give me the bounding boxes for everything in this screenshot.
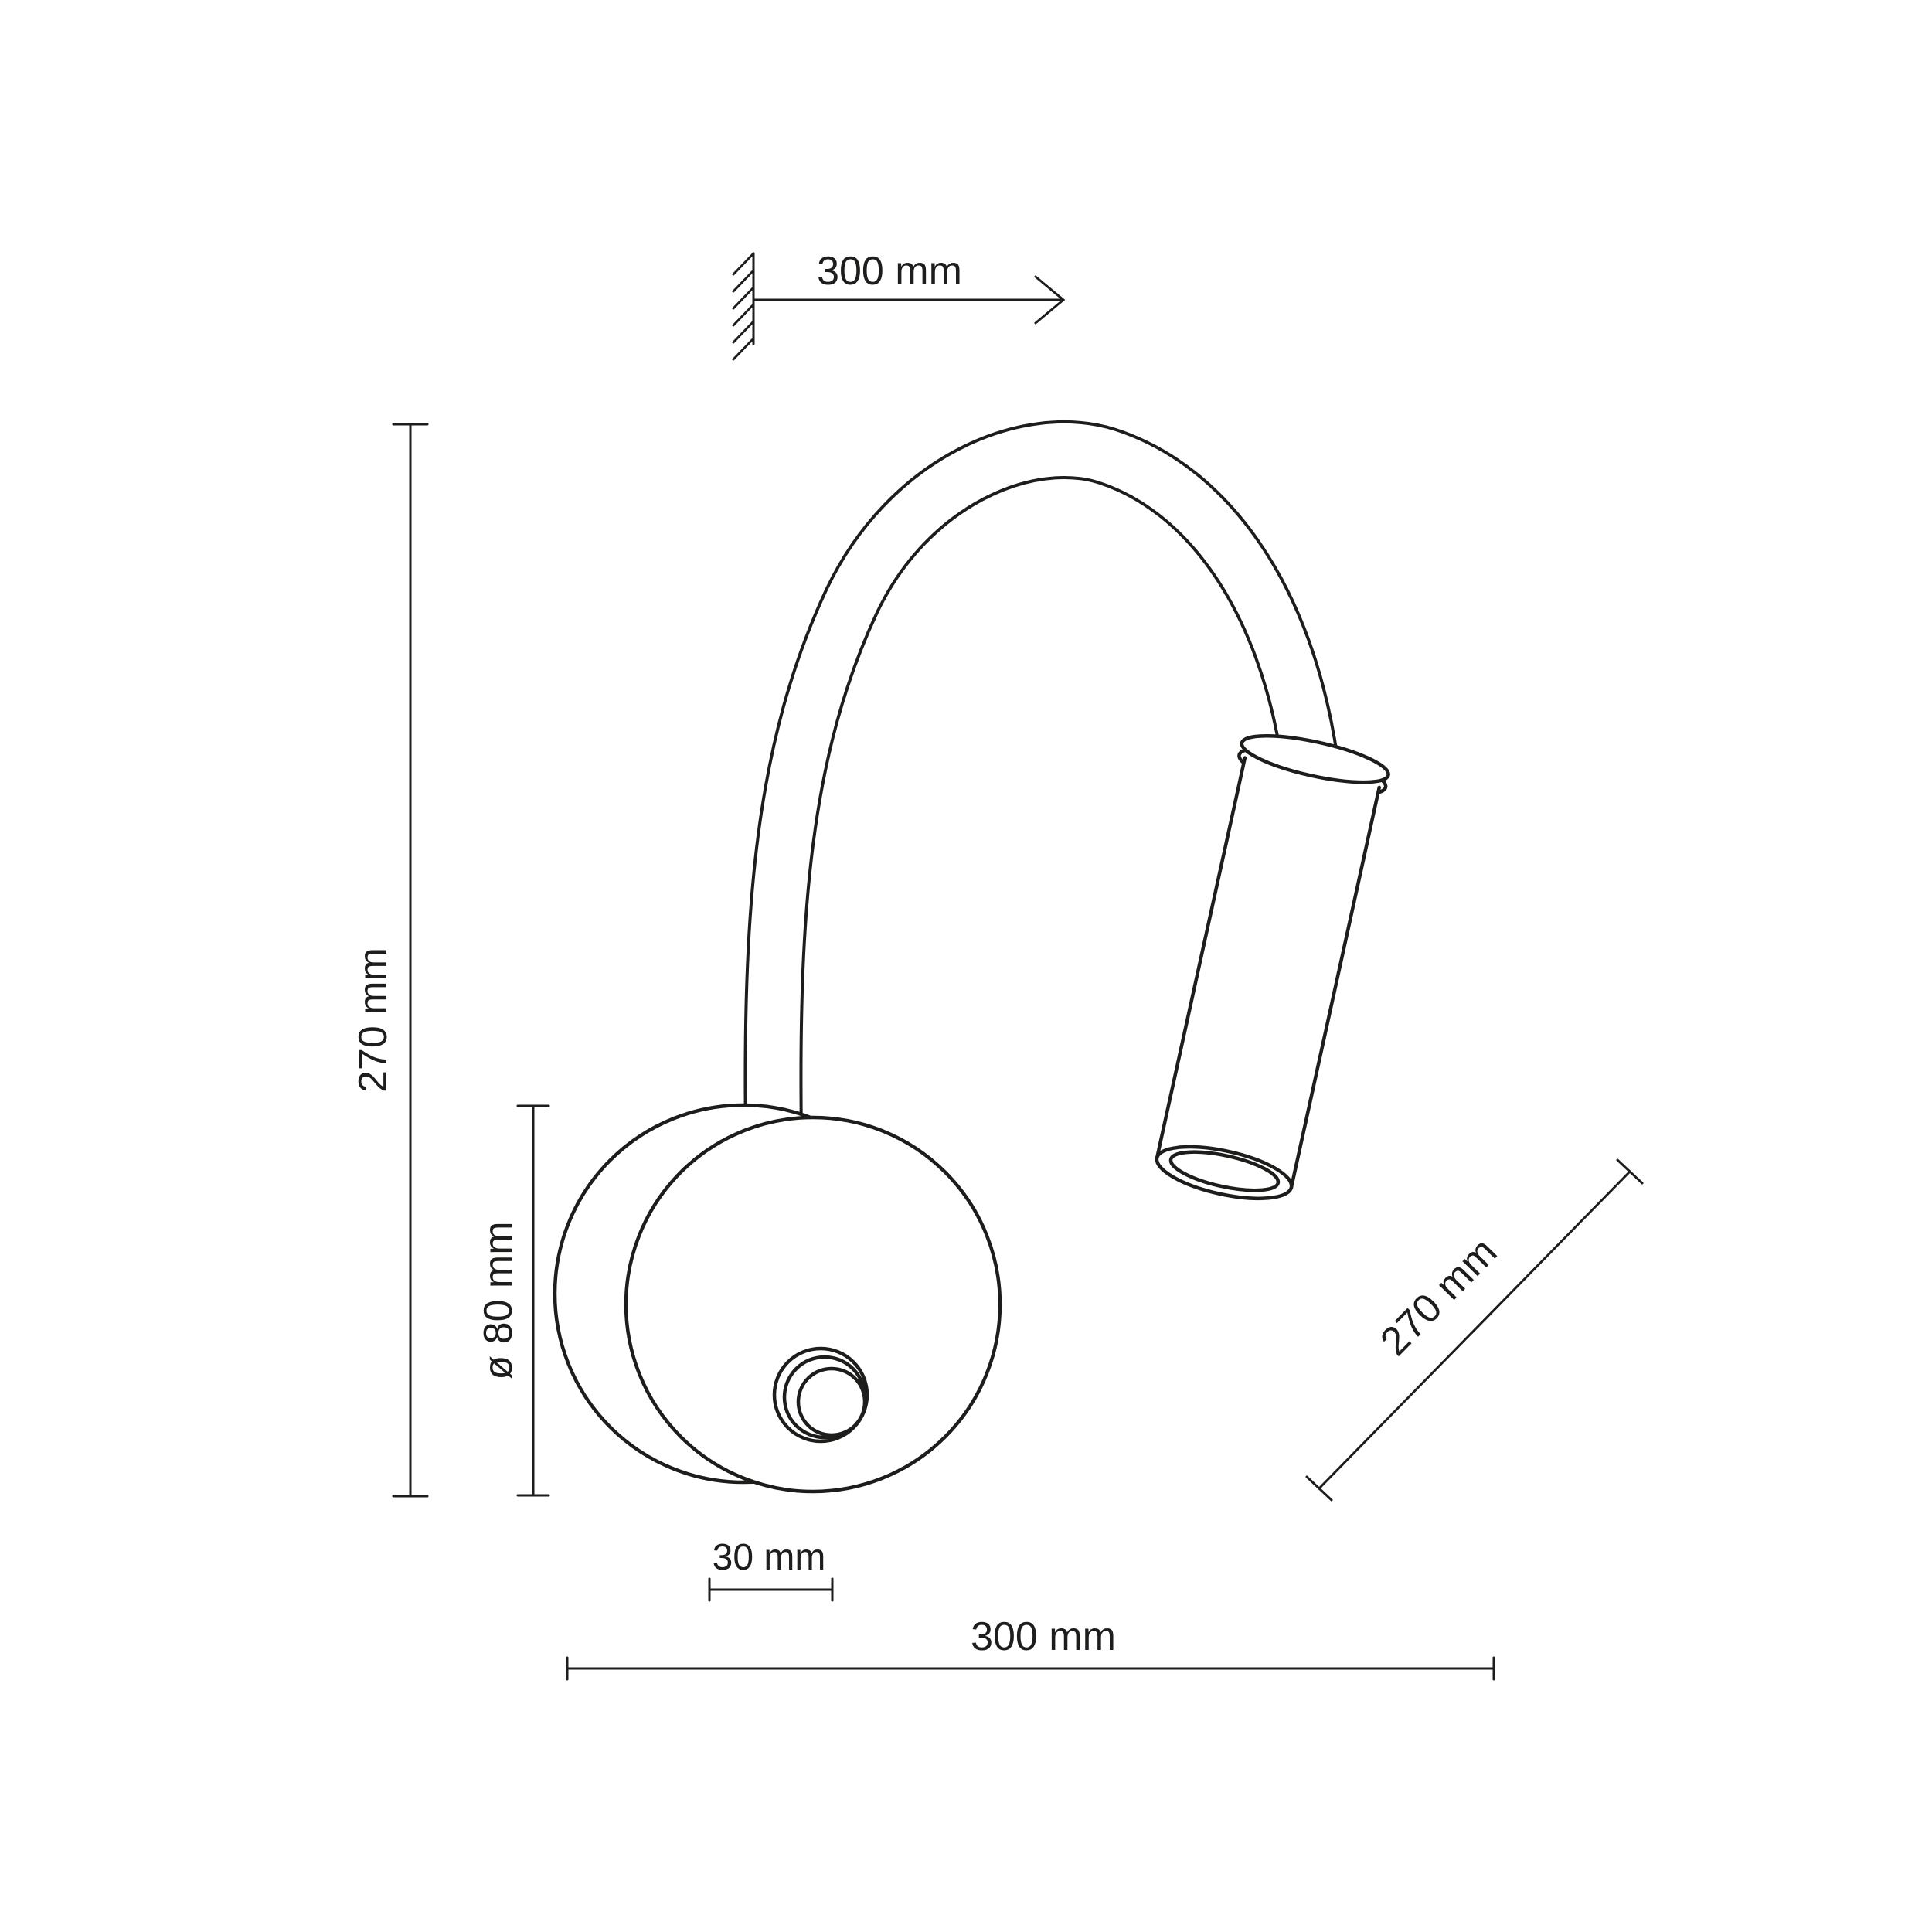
label-overall-width: 300 mm [971,1614,1116,1659]
label-wall-offset: 300 mm [817,249,962,294]
lamp-head-opening-inner [1168,1150,1281,1192]
dim-line-overall-height [392,423,429,1498]
lamp-head-collar-top [1240,734,1390,784]
label-base-depth: 30 mm [713,1537,826,1578]
lamp-head [1155,734,1390,1201]
dim-line-arm-length [1305,1158,1644,1502]
lamp-head-body [1157,757,1379,1188]
dim-arrow-wall-offset [753,275,1066,325]
dim-line-overall-width [566,1656,1495,1681]
arrowhead-icon [1034,275,1066,325]
label-base-diameter: ø 80 mm [476,1221,521,1379]
lamp-base [553,1103,1002,1494]
label-arm-length: 270 mm [1372,1230,1505,1365]
dim-line-base-diameter [516,1104,550,1497]
label-overall-height: 270 mm [351,947,396,1093]
base-front-circle [624,1115,1002,1494]
flex-arm [743,420,1339,1137]
wall-hatch [732,252,755,361]
switch-button [772,1346,869,1444]
dim-line-base-depth [708,1577,834,1602]
